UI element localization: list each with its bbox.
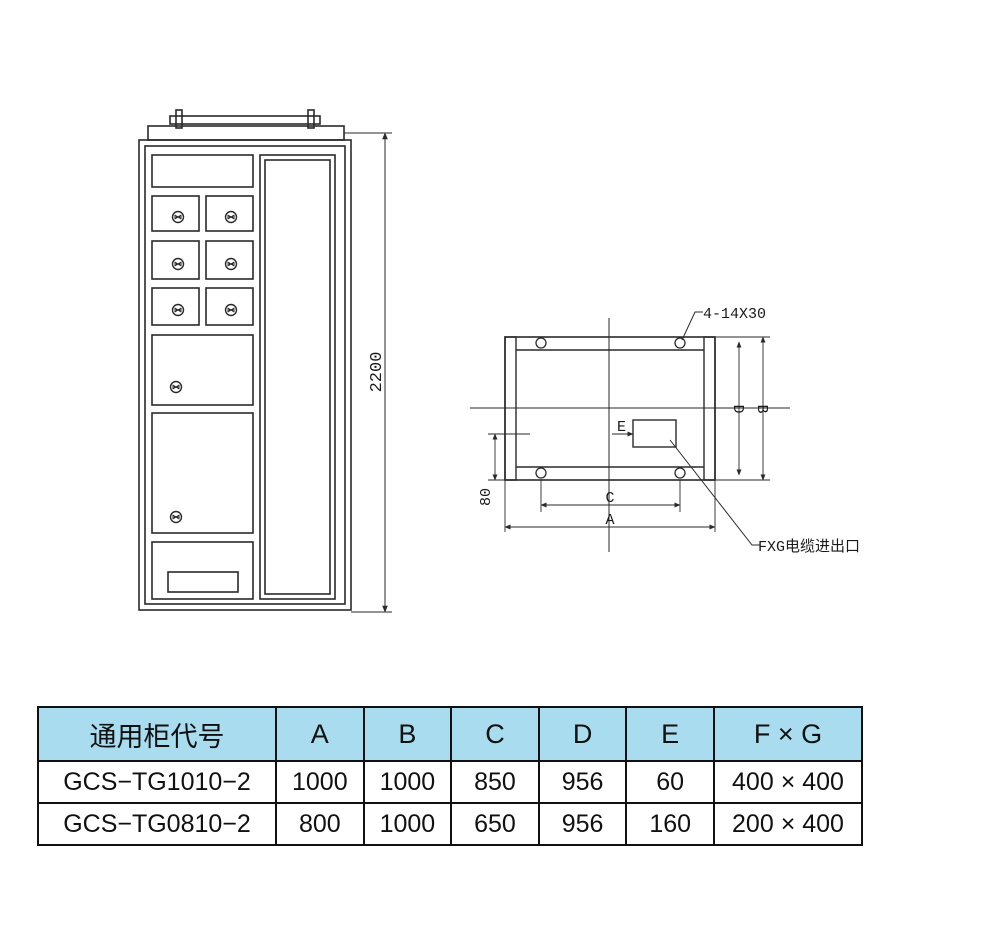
cell-c: 650 <box>450 802 540 846</box>
mounting-hole <box>535 337 547 349</box>
cable-entry-label: FXG电缆进出口 <box>758 538 860 556</box>
table-row: GCS−TG1010−2 1000 1000 850 956 60 400 × … <box>37 760 863 804</box>
mounting-hole <box>674 467 686 479</box>
drawer-unit <box>205 195 254 232</box>
spec-table-header: 通用柜代号 A B C D E F × G <box>37 706 863 762</box>
mounting-hole <box>535 467 547 479</box>
drawer-unit <box>151 240 200 280</box>
cell-model: GCS−TG1010−2 <box>37 760 277 804</box>
drawer-unit-medium <box>151 334 254 406</box>
cable-entry-opening <box>632 419 677 448</box>
cell-c: 850 <box>450 760 540 804</box>
cell-b: 1000 <box>362 760 453 804</box>
cabinet-top-panel <box>151 154 254 188</box>
cell-e: 60 <box>625 760 715 804</box>
dim-label-b: B <box>753 404 770 413</box>
drawer-unit <box>205 287 254 326</box>
header-b: B <box>362 706 453 762</box>
cabinet-bottom-panel <box>151 541 254 600</box>
header-fxg: F × G <box>713 706 863 762</box>
cell-fxg: 200 × 400 <box>713 802 863 846</box>
header-model: 通用柜代号 <box>37 706 277 762</box>
lifting-bar <box>169 115 321 125</box>
cell-model: GCS−TG0810−2 <box>37 802 277 846</box>
header-d: D <box>537 706 628 762</box>
drawer-unit <box>205 240 254 280</box>
cell-a: 1000 <box>275 760 365 804</box>
drawer-unit <box>151 195 200 232</box>
dim-label-80: 80 <box>478 488 495 506</box>
cabinet-elevation <box>138 109 352 611</box>
drawer-unit <box>151 287 200 326</box>
lock-knob-icons <box>169 210 238 524</box>
spec-table: 通用柜代号 A B C D E F × G GCS−TG1010−2 1000 … <box>37 706 863 846</box>
cell-d: 956 <box>537 760 628 804</box>
cell-a: 800 <box>275 802 365 846</box>
height-label: 2200 <box>368 352 387 393</box>
cell-b: 1000 <box>362 802 453 846</box>
hole-spec-label: 4-14X30 <box>703 306 766 323</box>
cell-fxg: 400 × 400 <box>713 760 863 804</box>
dim-label-c: C <box>605 490 614 507</box>
cell-e: 160 <box>625 802 715 846</box>
base-plan <box>470 311 790 552</box>
cell-d: 956 <box>537 802 628 846</box>
header-a: A <box>275 706 365 762</box>
header-c: C <box>450 706 540 762</box>
dim-label-e: E <box>617 419 626 436</box>
height-dimension <box>344 132 392 613</box>
dim-label-d: D <box>729 404 746 413</box>
cabinet-bottom-window <box>167 571 239 593</box>
dim-label-a: A <box>605 512 614 529</box>
table-row: GCS−TG0810−2 800 1000 650 956 160 200 × … <box>37 802 863 846</box>
technical-drawing: 2200 <box>138 109 860 613</box>
cabinet-body <box>138 139 352 611</box>
mounting-hole <box>674 337 686 349</box>
cable-compartment <box>259 154 336 600</box>
header-e: E <box>625 706 715 762</box>
drawer-unit-large <box>151 412 254 534</box>
